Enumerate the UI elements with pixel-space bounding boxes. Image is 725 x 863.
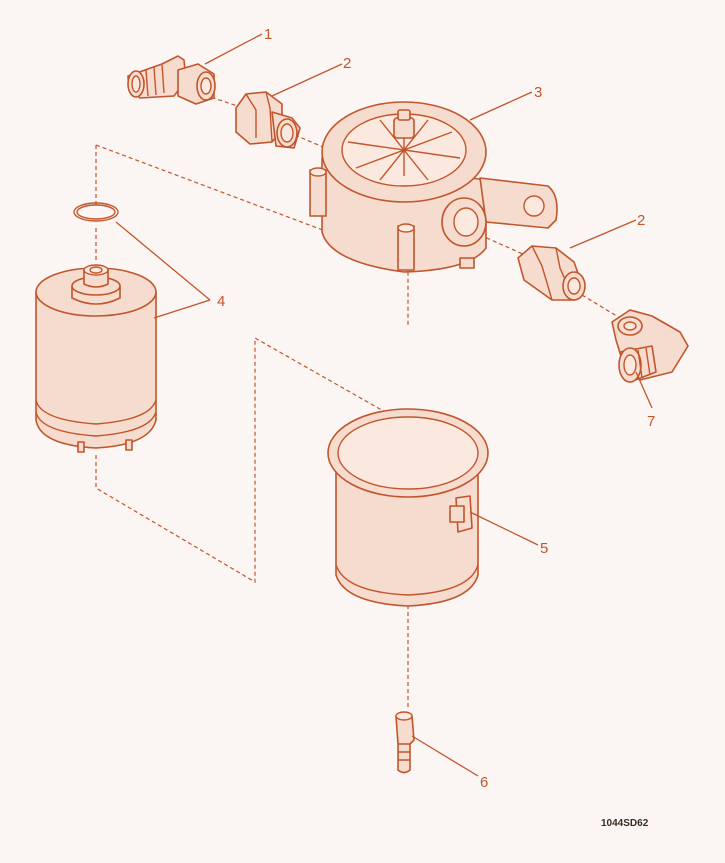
- callout-6: 6: [480, 774, 488, 791]
- figure-code: 1044SD62: [601, 818, 649, 829]
- callout-7: 7: [647, 413, 655, 430]
- part-5-filter-bowl: [327, 408, 489, 607]
- leader-lines: [115, 33, 653, 777]
- part-1-elbow-fitting: [127, 55, 216, 105]
- part-4-filter-element: [35, 202, 157, 453]
- callout-2-lower: 2: [637, 212, 645, 229]
- callout-2-upper: 2: [343, 55, 351, 72]
- callout-1: 1: [264, 26, 272, 43]
- callout-4: 4: [217, 293, 225, 310]
- part-7-elbow-fitting: [611, 309, 689, 383]
- part-3-filter-head: [309, 101, 558, 273]
- part-2-lower-hex-fitting: [517, 245, 586, 301]
- callout-labels: 1 2 3 2 4 7 5 6: [217, 26, 655, 791]
- part-6-drain-fitting: [395, 711, 415, 774]
- part-2-upper-hex-fitting: [235, 91, 301, 149]
- callout-5: 5: [540, 540, 548, 557]
- callout-3: 3: [534, 84, 542, 101]
